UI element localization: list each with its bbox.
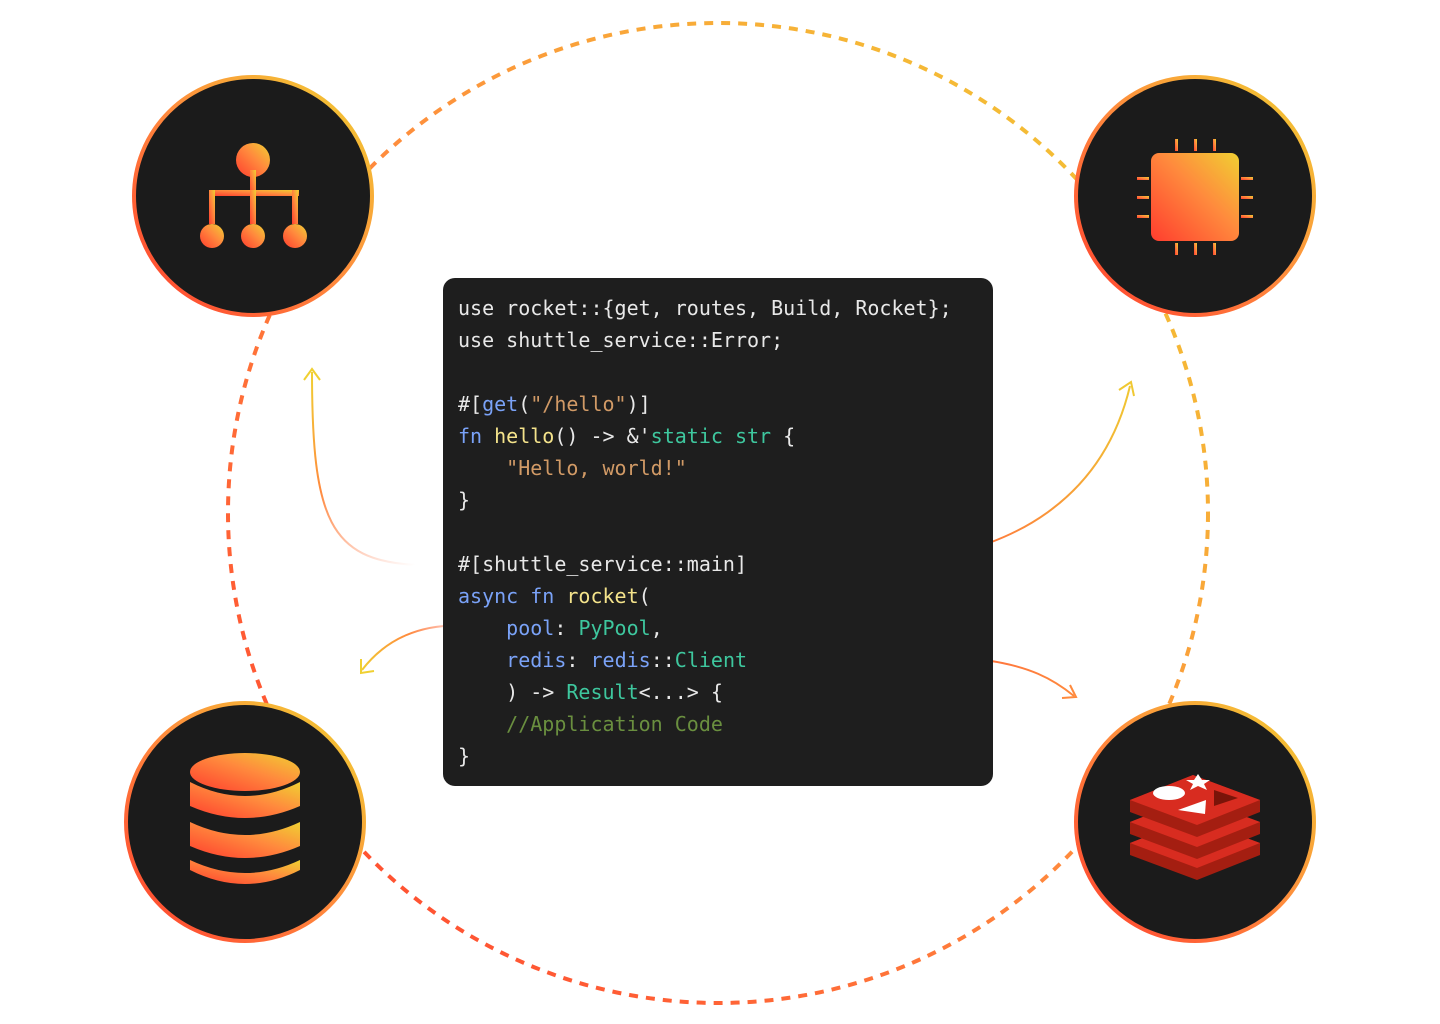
code-snippet-panel: use rocket::{get, routes, Build, Rocket}…	[443, 278, 993, 786]
code-token: :	[554, 616, 579, 640]
code-token: (	[518, 392, 531, 416]
code-token: "Hello, world!"	[506, 456, 687, 480]
code-line: }	[458, 484, 952, 516]
code-line: }	[458, 740, 952, 772]
code-token	[458, 712, 506, 736]
code-token: :	[566, 648, 591, 672]
code-token: fn	[458, 424, 495, 448]
code-token: redis	[590, 648, 651, 672]
code-token: rocket	[566, 584, 639, 608]
code-line: fn hello() -> &'static str {	[458, 420, 952, 452]
code-token: {	[771, 424, 796, 448]
redis-node	[1074, 701, 1316, 943]
code-token: ::	[650, 648, 675, 672]
code-token: }	[458, 744, 471, 768]
database-node	[124, 701, 366, 943]
code-token: pool	[506, 616, 555, 640]
code-token: #[	[458, 392, 483, 416]
code-token: PyPool	[578, 616, 651, 640]
code-token	[458, 616, 506, 640]
code-line: async fn rocket(	[458, 580, 952, 612]
code-line: pool: PyPool,	[458, 612, 952, 644]
sitemap-node	[132, 75, 374, 317]
code-token: )]	[626, 392, 651, 416]
code-token: static str	[650, 424, 772, 448]
redis-icon	[1130, 774, 1260, 880]
code-token: get	[482, 392, 519, 416]
arrow-to-sitemap	[303, 367, 416, 566]
code-token: (	[638, 584, 651, 608]
code-line	[458, 356, 952, 388]
code-token: Client	[674, 648, 748, 672]
code-block: use rocket::{get, routes, Build, Rocket}…	[458, 292, 952, 772]
code-token: }	[458, 488, 471, 512]
code-token: () -> &'	[554, 424, 651, 448]
code-line: #[shuttle_service::main]	[458, 548, 952, 580]
code-token: Result	[566, 680, 639, 704]
code-line: "Hello, world!"	[458, 452, 952, 484]
code-token: //Application Code	[506, 712, 723, 736]
code-token: #[shuttle_service::main]	[458, 552, 747, 576]
code-line: //Application Code	[458, 708, 952, 740]
code-line: use rocket::{get, routes, Build, Rocket}…	[458, 292, 952, 324]
code-token: use shuttle_service::Error;	[458, 328, 784, 352]
sitemap-icon	[200, 143, 307, 248]
code-line: redis: redis::Client	[458, 644, 952, 676]
orbit-ring	[226, 21, 1210, 1005]
code-line: #[get("/hello")]	[458, 388, 952, 420]
code-token: redis	[506, 648, 567, 672]
code-line: ) -> Result<...> {	[458, 676, 952, 708]
cpu-node	[1074, 75, 1316, 317]
code-token: ,	[650, 616, 663, 640]
code-token	[458, 648, 506, 672]
database-icon	[190, 753, 300, 884]
code-line: use shuttle_service::Error;	[458, 324, 952, 356]
code-token	[458, 456, 506, 480]
code-line	[458, 516, 952, 548]
code-token: hello	[494, 424, 555, 448]
code-token: async fn	[458, 584, 567, 608]
code-token: ) ->	[458, 680, 567, 704]
code-token: "/hello"	[530, 392, 627, 416]
code-token: use rocket::{get, routes, Build, Rocket}…	[458, 296, 952, 320]
cpu-chip-icon	[1137, 139, 1253, 255]
code-token: <...> {	[638, 680, 723, 704]
